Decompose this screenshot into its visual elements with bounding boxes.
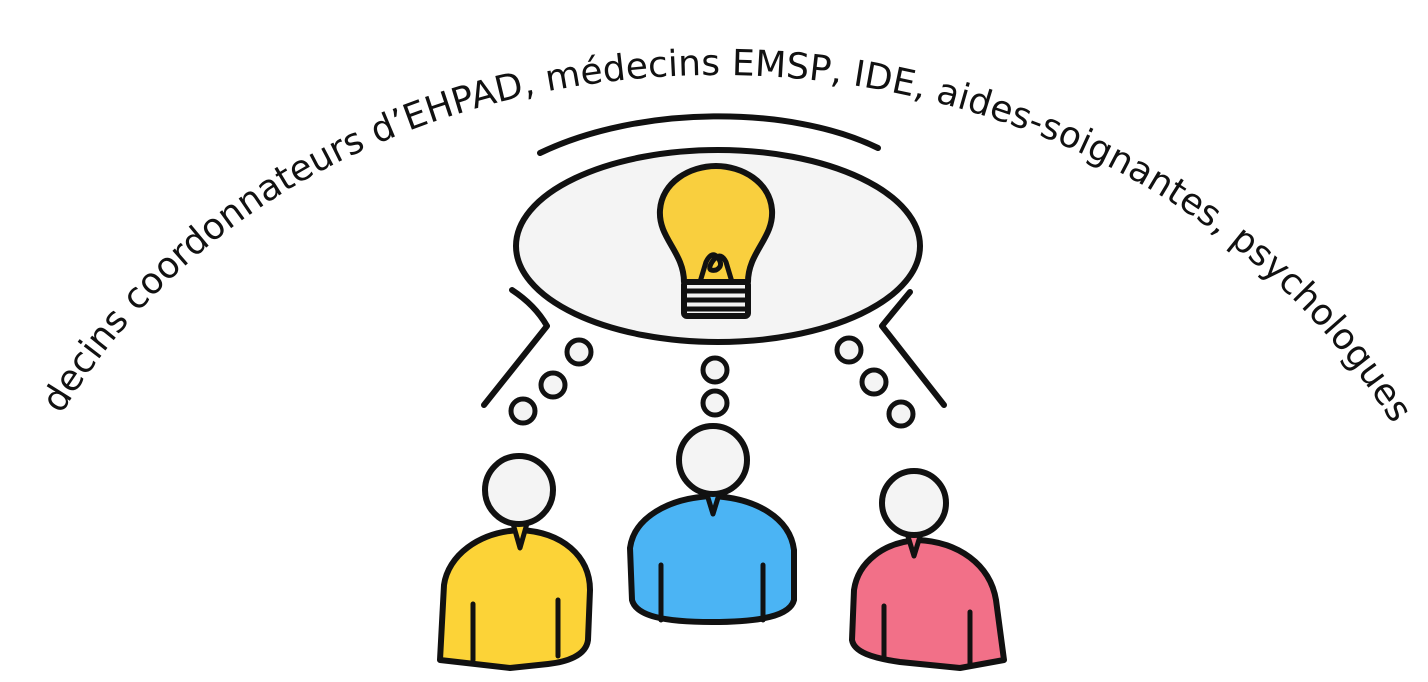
thought-dots-right — [834, 335, 916, 429]
bubble-top-arc — [537, 113, 881, 156]
person-icon-right — [849, 468, 1007, 671]
person-icon-center — [627, 423, 797, 625]
bubble-right-tail — [879, 289, 947, 408]
thought-dots-center — [700, 355, 730, 418]
bubble-left-tail — [481, 287, 550, 408]
person-icon-left — [437, 453, 593, 671]
thought-dots-left — [508, 337, 594, 426]
lightbulb-icon — [656, 163, 776, 319]
person-center-head — [676, 423, 750, 497]
person-right-head — [879, 468, 949, 538]
person-left-head — [482, 453, 556, 527]
